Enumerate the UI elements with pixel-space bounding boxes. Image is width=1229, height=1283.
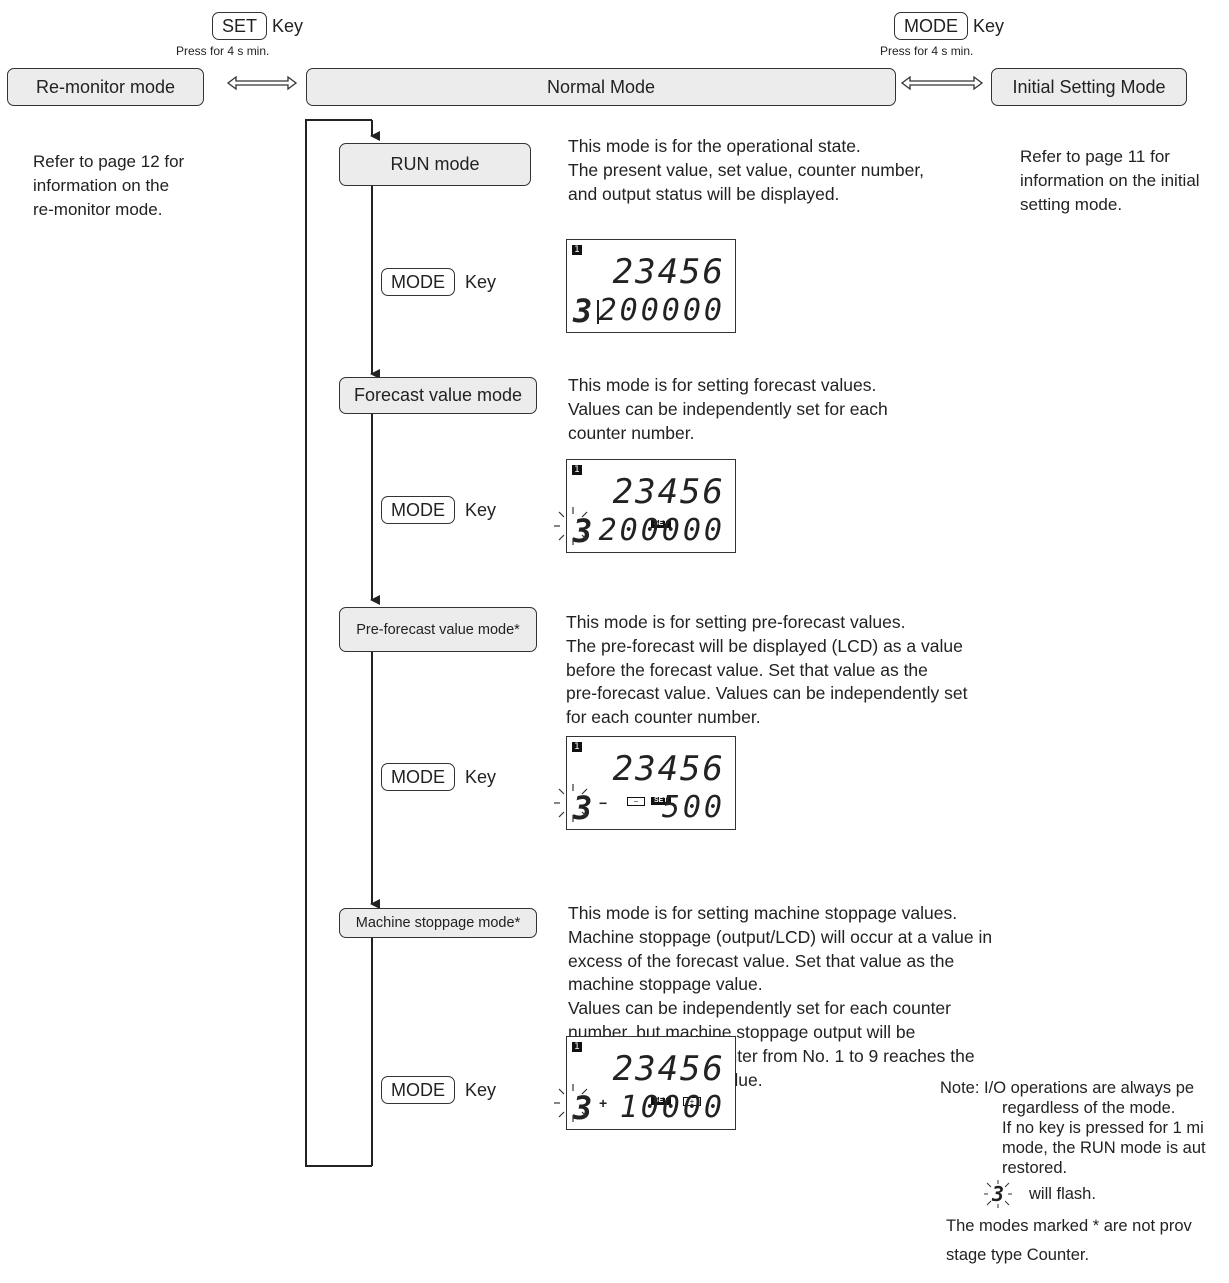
flash-digit: 3 [992, 1182, 1005, 1206]
mode-key-cap: MODE [381, 268, 455, 296]
double-arrow-right [900, 75, 984, 91]
lcd-counter-indicator: 1 [572, 742, 582, 752]
desc-line: excess of the forecast value. Set that v… [568, 950, 955, 971]
pre-forecast-value-mode-box: Pre-forecast value mode* [339, 607, 537, 652]
lcd-run-mode: 1 23456 3 200000 [566, 239, 736, 333]
note-line: restored. [1002, 1159, 1068, 1177]
mode-key-step-4: MODE Key [381, 1076, 496, 1104]
mode-key-cap: MODE [381, 1076, 455, 1104]
lcd-set-tag: SET [651, 1097, 671, 1105]
lcd-plus-tag: + [683, 1097, 701, 1106]
desc-line: machine stoppage value. [568, 974, 763, 995]
note-line: If no key is pressed for 1 mi [1002, 1119, 1204, 1137]
lcd-forecast-mode: 1 23456 SET 3 200000 [566, 459, 736, 553]
lcd-set-value: 200000 [598, 293, 725, 328]
double-arrow-left [226, 75, 298, 91]
left-ref-line: re-monitor mode. [33, 199, 163, 219]
lcd-set-tag: SET [651, 797, 671, 805]
mode-key-step-3: MODE Key [381, 763, 496, 791]
lcd-pre-forecast-mode: 1 23456 − SET 3 − 500 [566, 736, 736, 830]
lcd-plus-sign: + [599, 1095, 608, 1111]
lcd-counter-number: 3 [573, 1089, 593, 1127]
initial-setting-mode-box: Initial Setting Mode [991, 68, 1187, 106]
lcd-present-value: 23456 [612, 472, 725, 512]
desc-line: before the forecast value. Set that valu… [566, 659, 928, 680]
mode-key-step-1: MODE Key [381, 268, 496, 296]
right-ref-line: Refer to page 11 for [1020, 147, 1170, 166]
lcd-machine-stoppage-value: 10000 [619, 1090, 725, 1125]
lcd-counter-number: 3 [573, 789, 593, 827]
lcd-counter-number: 3 [573, 292, 593, 330]
note-line: regardless of the mode. [1002, 1099, 1176, 1117]
loop-line [305, 119, 372, 1167]
desc-line: Values can be independently set for each… [568, 998, 951, 1019]
run-mode-box: RUN mode [339, 143, 531, 186]
lcd-present-value: 23456 [612, 1049, 725, 1089]
lcd-present-value: 23456 [612, 749, 725, 789]
mode-key-cap: MODE [894, 12, 968, 40]
desc-line: and output status will be displayed. [568, 183, 840, 204]
re-monitor-mode-box: Re-monitor mode [7, 68, 204, 106]
lcd-forecast-value: 200000 [598, 513, 725, 548]
lcd-minus-sign: − [599, 795, 608, 811]
flash-caption: will flash. [1029, 1185, 1096, 1203]
footer-line: stage type Counter. [946, 1246, 1090, 1264]
pre-forecast-mode-description: This mode is for setting pre-forecast va… [566, 611, 967, 730]
note-first-line: Note: I/O operations are always pe [940, 1079, 1195, 1097]
mode-key-word: Key [465, 499, 497, 520]
mode-key-step-2: MODE Key [381, 496, 496, 524]
set-key-word: Key [272, 16, 304, 36]
run-mode-description: This mode is for the operational state. … [568, 135, 924, 206]
set-key-cap: SET [212, 12, 268, 40]
forecast-value-mode-box: Forecast value mode [339, 377, 537, 414]
desc-line: This mode is for the operational state. [568, 136, 861, 156]
desc-line: Machine stoppage (output/LCD) will occur… [568, 926, 993, 947]
desc-line: for each counter number. [566, 707, 761, 728]
left-ref-line: Refer to page 12 for [33, 152, 185, 171]
mode-key-word: Key [973, 16, 1005, 36]
lcd-machine-stoppage-mode: 1 23456 SET + 3 + 10000 [566, 1036, 736, 1130]
right-reference: Refer to page 11 for information on the … [1020, 145, 1200, 216]
mode-key-word: Key [465, 271, 497, 292]
normal-mode-box: Normal Mode [306, 68, 896, 106]
desc-line: The pre-forecast will be displayed (LCD)… [566, 635, 963, 656]
desc-line: pre-forecast value. Values can be indepe… [566, 683, 968, 704]
note-line: mode, the RUN mode is aut [1002, 1139, 1206, 1157]
desc-line: Values can be independently set for each [568, 398, 888, 419]
mode-key-cap: MODE [381, 496, 455, 524]
desc-line: This mode is for setting pre-forecast va… [566, 612, 906, 632]
mode-key-word: Key [465, 766, 497, 787]
right-ref-line: setting mode. [1020, 194, 1123, 214]
mode-key-hint: Press for 4 s min. [880, 44, 974, 58]
left-reference: Refer to page 12 for information on the … [33, 150, 184, 221]
mode-key-word: Key [465, 1079, 497, 1100]
forecast-mode-description: This mode is for setting forecast values… [568, 374, 888, 445]
lcd-present-value: 23456 [612, 252, 725, 292]
flash-rays-icon [984, 1180, 1012, 1208]
desc-line: counter number. [568, 422, 695, 443]
set-key-hint: Press for 4 s min. [176, 44, 270, 58]
right-ref-line: information on the initial [1020, 170, 1200, 190]
desc-line: The present value, set value, counter nu… [568, 159, 925, 180]
lcd-set-tag: SET [651, 520, 671, 528]
mode-key-cap: MODE [381, 763, 455, 791]
footer-line: The modes marked * are not prov [946, 1217, 1192, 1235]
left-ref-line: information on the [33, 175, 170, 195]
machine-stoppage-mode-box: Machine stoppage mode* [339, 908, 537, 938]
lcd-counter-indicator: 1 [572, 245, 582, 255]
lcd-counter-indicator: 1 [572, 1042, 582, 1052]
lcd-separator [597, 300, 599, 324]
lcd-counter-number: 3 [573, 512, 593, 550]
desc-line: This mode is for setting machine stoppag… [568, 903, 958, 923]
set-key-group: SET Key [212, 12, 303, 40]
lcd-pre-forecast-value: 500 [661, 790, 725, 825]
flash-example: 3 [984, 1180, 1012, 1208]
lcd-counter-indicator: 1 [572, 465, 582, 475]
mode-key-group: MODE Key [894, 12, 1004, 40]
desc-line: This mode is for setting forecast values… [568, 375, 877, 395]
lcd-minus-tag: − [627, 797, 645, 806]
